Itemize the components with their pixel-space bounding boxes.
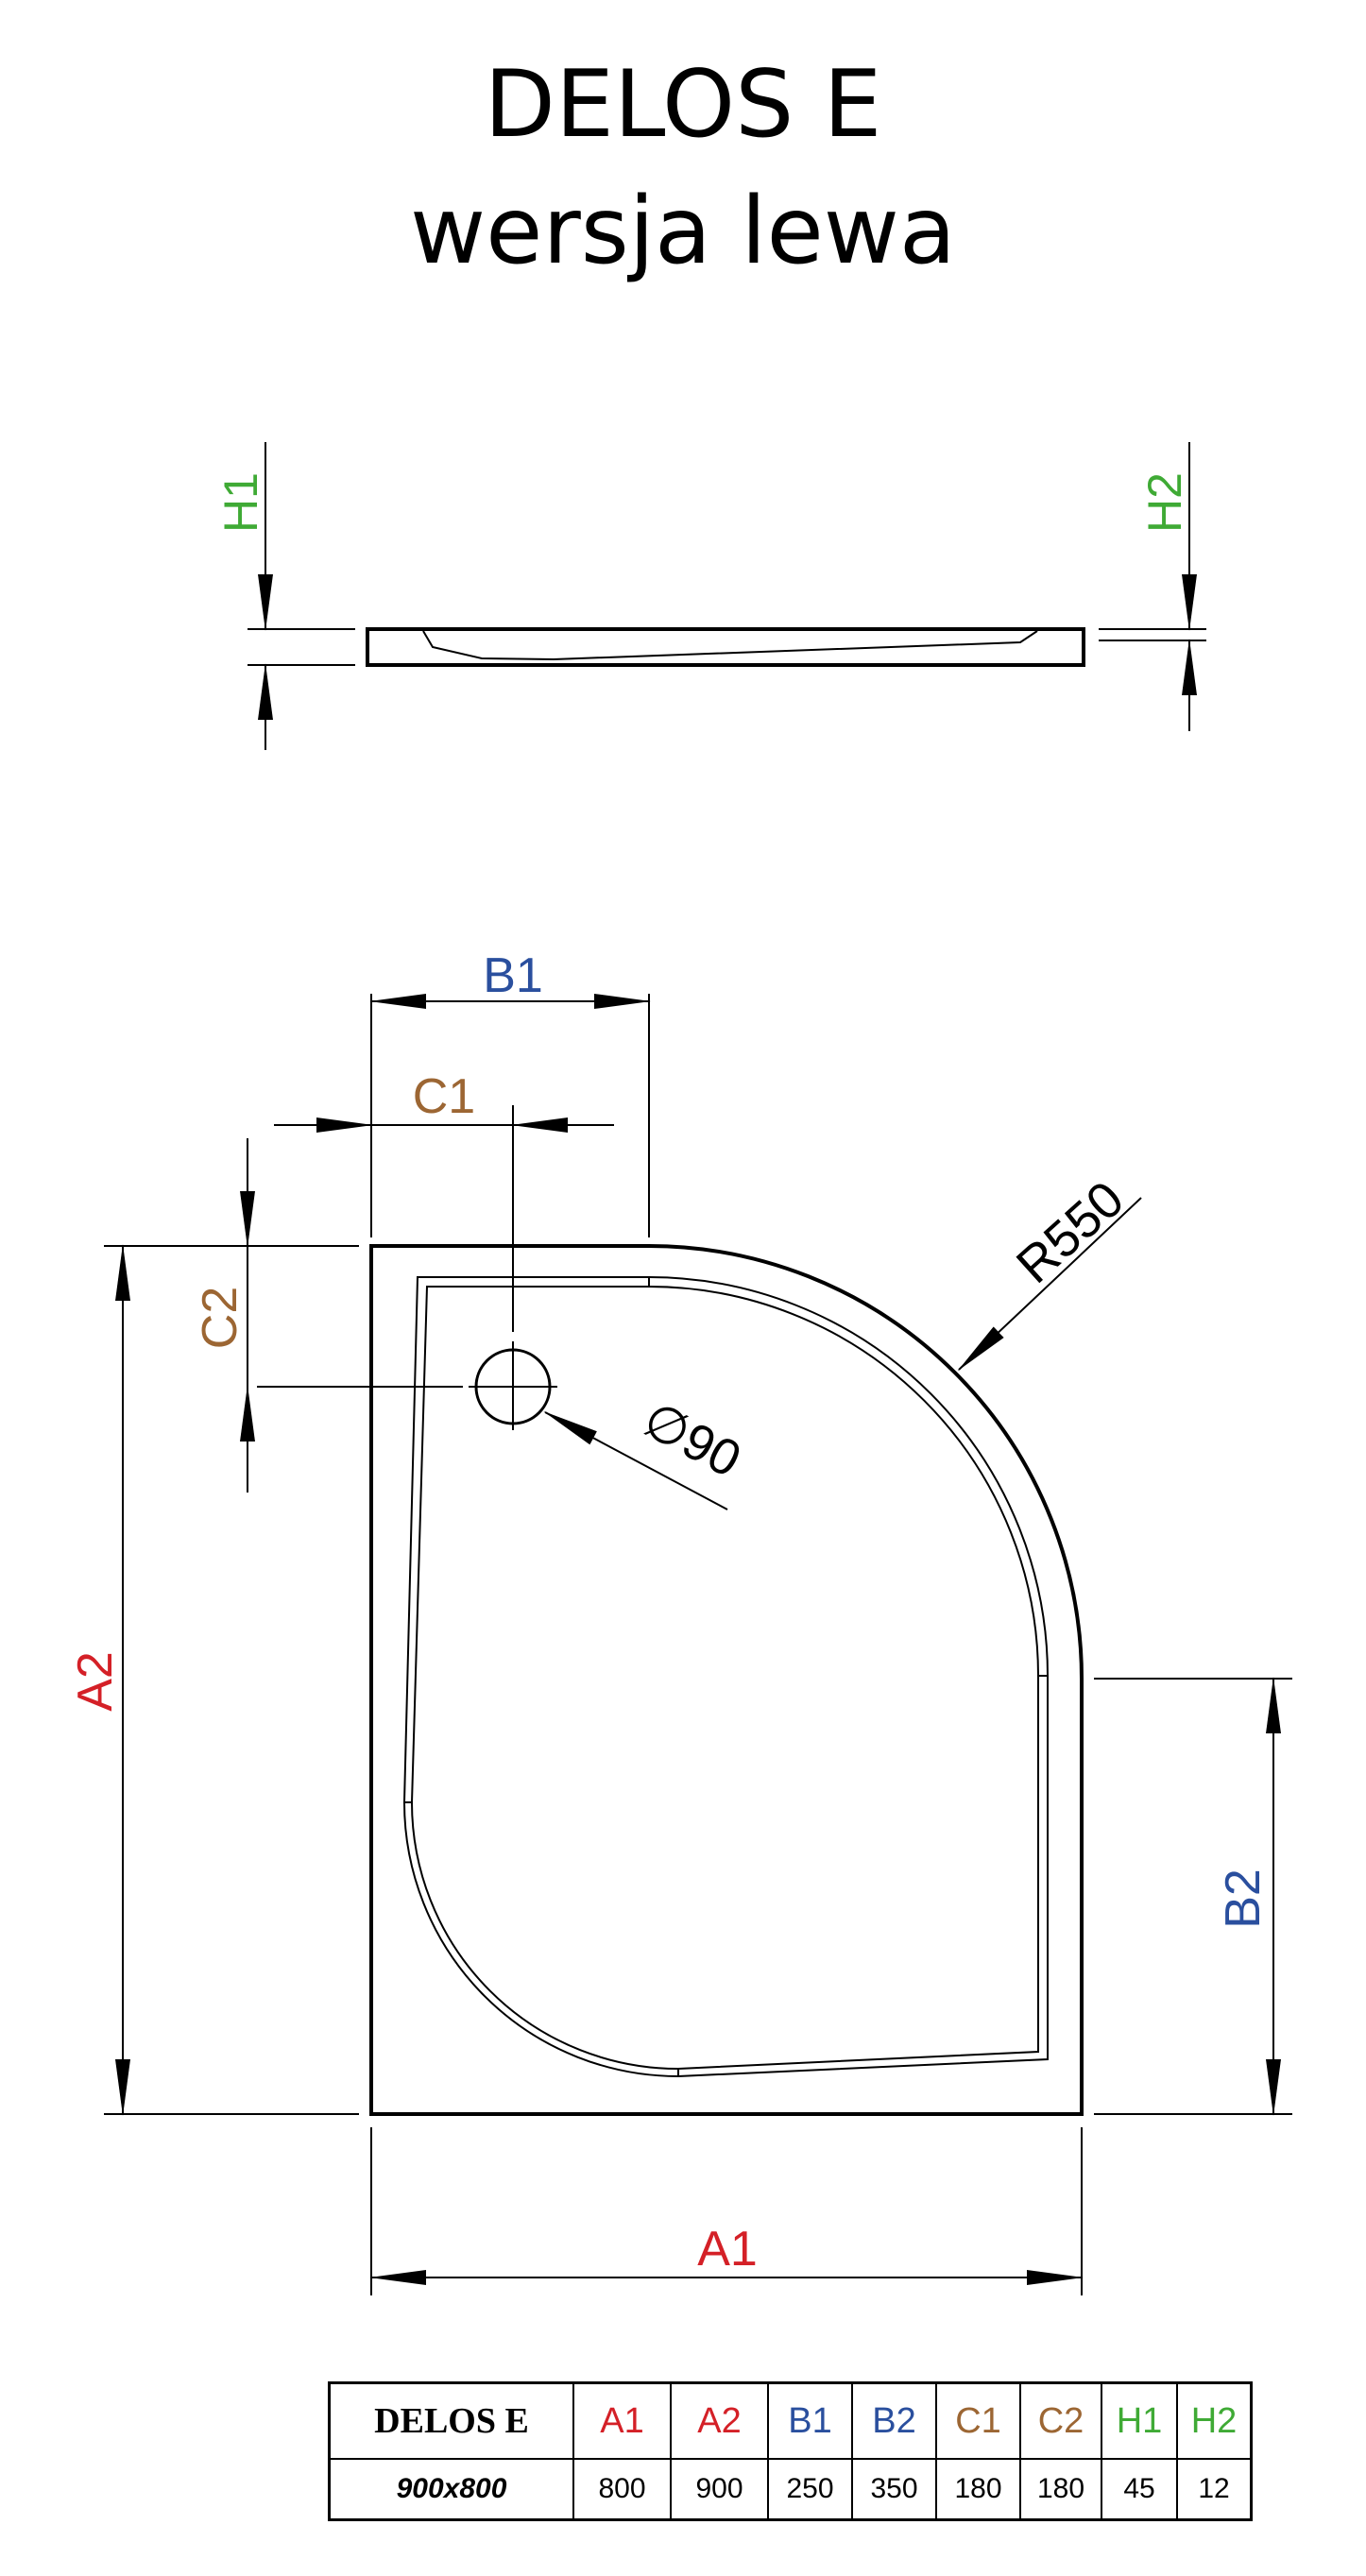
spec-table-value-row: 900x800 800 900 250 350 180 180 45 12: [328, 2458, 1253, 2521]
tray-inner-basin: [402, 1276, 1049, 2078]
spec-header-a1: A1: [572, 2381, 672, 2460]
spec-table: DELOS E A1 A2 B1 B2 C1 C2 H1 H2 900x800 …: [328, 2381, 1253, 2521]
side-view: [248, 442, 1206, 750]
spec-table-size: 900x800: [328, 2458, 574, 2521]
spec-value-h1: 45: [1101, 2458, 1178, 2521]
radius-leader: [957, 1197, 1142, 1372]
product-version: wersja lewa: [410, 178, 956, 285]
tray-inner-basin-edge: [410, 1286, 1039, 2071]
label-b1: B1: [483, 948, 543, 1003]
label-radius: R550: [1006, 1170, 1135, 1294]
label-a2: A2: [68, 1651, 123, 1712]
spec-header-c2: C2: [1019, 2381, 1102, 2460]
product-title: DELOS E: [484, 51, 882, 159]
top-view: [104, 994, 1292, 2295]
spec-header-h1: H1: [1101, 2381, 1178, 2460]
spec-header-b2: B2: [851, 2381, 937, 2460]
drain-leader: [543, 1411, 728, 1510]
spec-value-b2: 350: [851, 2458, 937, 2521]
label-h2: H2: [1138, 472, 1191, 533]
tray-side-profile: [366, 627, 1085, 667]
spec-value-c2: 180: [1019, 2458, 1102, 2521]
tray-inner-profile: [422, 630, 1038, 661]
spec-header-c1: C1: [935, 2381, 1021, 2460]
label-b2: B2: [1216, 1868, 1271, 1929]
label-c1: C1: [413, 1069, 475, 1124]
spec-value-a1: 800: [572, 2458, 672, 2521]
spec-header-b1: B1: [767, 2381, 853, 2460]
spec-header-h2: H2: [1176, 2381, 1253, 2460]
spec-header-a2: A2: [670, 2381, 769, 2460]
spec-value-h2: 12: [1176, 2458, 1253, 2521]
tray-outer-outline: [369, 1244, 1084, 2116]
label-h1: H1: [214, 472, 267, 533]
label-c2: C2: [193, 1287, 248, 1349]
spec-value-a2: 900: [670, 2458, 769, 2521]
spec-table-model: DELOS E: [328, 2381, 574, 2460]
spec-value-c1: 180: [935, 2458, 1021, 2521]
label-a1: A1: [697, 2222, 758, 2277]
label-drain-diameter: ∅90: [634, 1390, 750, 1488]
spec-table-header-row: DELOS E A1 A2 B1 B2 C1 C2 H1 H2: [328, 2381, 1253, 2460]
spec-value-b1: 250: [767, 2458, 853, 2521]
